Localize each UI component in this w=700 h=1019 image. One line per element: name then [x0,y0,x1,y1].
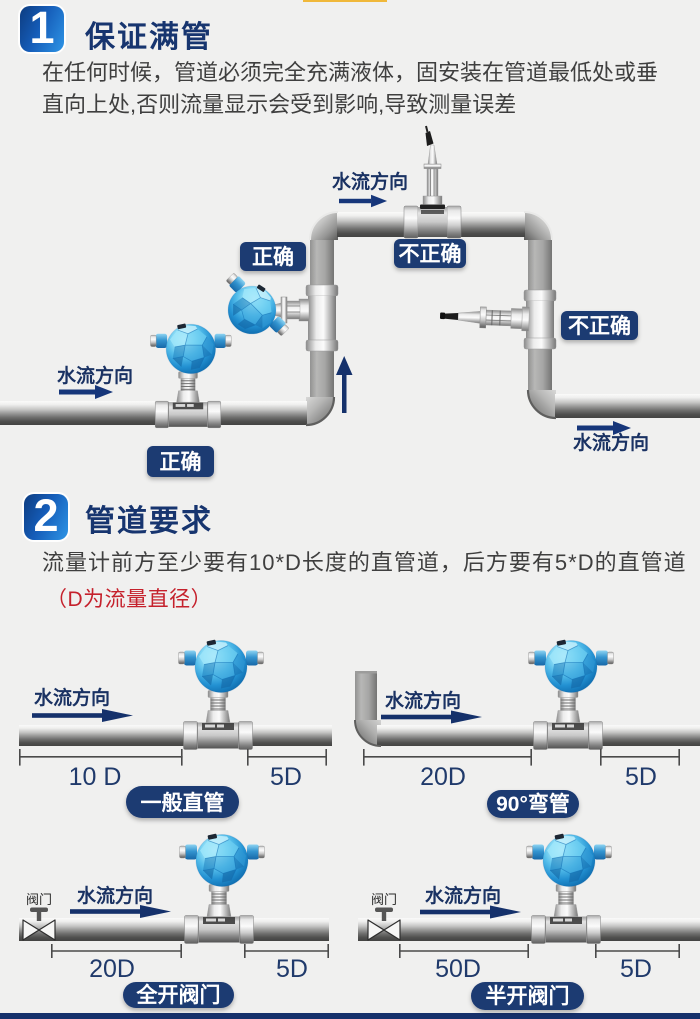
svg-text:不正确: 不正确 [568,314,631,338]
svg-text:正确: 正确 [160,450,202,474]
svg-text:正确: 正确 [252,245,294,269]
svg-text:水流方向: 水流方向 [332,170,408,193]
svg-text:不正确: 不正确 [399,242,462,266]
svg-text:全开阀门: 全开阀门 [136,983,221,1007]
svg-text:阀门: 阀门 [371,892,397,907]
svg-text:阀门: 阀门 [26,892,52,907]
svg-text:5D: 5D [276,955,308,983]
svg-text:10 D: 10 D [69,763,122,791]
svg-text:20D: 20D [89,955,135,983]
svg-text:5D: 5D [625,763,657,791]
svg-text:50D: 50D [435,955,481,983]
svg-text:水流方向: 水流方向 [34,686,110,709]
svg-text:一般直管: 一般直管 [141,791,225,815]
svg-text:5D: 5D [620,955,652,983]
svg-text:水流方向: 水流方向 [77,884,153,907]
svg-text:半开阀门: 半开阀门 [486,984,570,1008]
svg-text:水流方向: 水流方向 [385,689,461,712]
svg-text:5D: 5D [270,763,302,791]
svg-text:20D: 20D [420,763,466,791]
svg-text:90°弯管: 90°弯管 [496,792,570,816]
svg-text:水流方向: 水流方向 [57,364,133,387]
svg-text:水流方向: 水流方向 [573,431,649,454]
svg-text:水流方向: 水流方向 [425,884,501,907]
